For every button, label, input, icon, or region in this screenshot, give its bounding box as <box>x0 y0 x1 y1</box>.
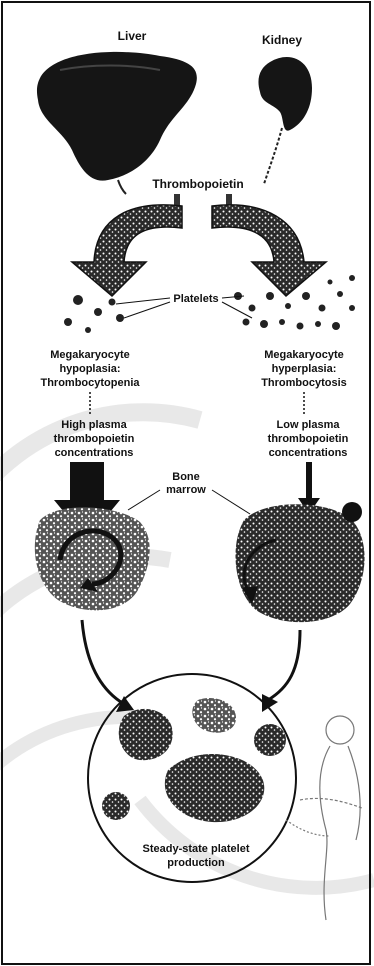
liver-label: Liver <box>118 29 147 43</box>
left-condition-text: Megakaryocyte hypoplasia: Thrombocytopen… <box>40 349 140 389</box>
svg-text:High plasma: High plasma <box>61 419 127 431</box>
left-bone-marrow-mass <box>35 507 150 610</box>
platelets-left-cluster <box>64 295 124 333</box>
right-curved-arrow <box>212 205 326 296</box>
svg-text:thrombopoietin: thrombopoietin <box>54 433 135 445</box>
platelets-label: Platelets <box>173 293 218 305</box>
svg-text:thrombopoietin: thrombopoietin <box>268 433 349 445</box>
svg-text:hyperplasia:: hyperplasia: <box>272 363 337 375</box>
figure-frame <box>2 2 370 964</box>
right-bone-marrow-mass <box>235 502 364 622</box>
right-condition-text: Megakaryocyte hyperplasia: Thrombocytosi… <box>261 349 347 389</box>
left-to-steady-arrow <box>82 620 124 704</box>
kidney-illustration <box>258 57 312 131</box>
kidney-label: Kidney <box>262 33 302 47</box>
steady-state-cells <box>102 698 286 822</box>
ureter <box>264 128 282 184</box>
right-to-steady-arrow <box>268 630 300 700</box>
svg-text:Steady-state platelet: Steady-state platelet <box>143 843 250 855</box>
svg-text:Bone: Bone <box>172 471 200 483</box>
thrombopoietin-label: Thrombopoietin <box>152 177 243 191</box>
left-curved-arrow <box>72 205 182 296</box>
svg-text:Low plasma: Low plasma <box>277 419 341 431</box>
liver-illustration <box>37 52 197 181</box>
left-concentration-text: High plasma thrombopoietin concentration… <box>54 419 135 459</box>
svg-text:concentrations: concentrations <box>269 447 348 459</box>
svg-text:Megakaryocyte: Megakaryocyte <box>264 349 344 361</box>
svg-text:production: production <box>167 857 225 869</box>
bone-marrow-label: Bone marrow <box>128 471 250 514</box>
right-concentration-text: Low plasma thrombopoietin concentrations <box>268 419 349 459</box>
svg-text:hypoplasia:: hypoplasia: <box>59 363 120 375</box>
svg-text:Thrombocytosis: Thrombocytosis <box>261 377 347 389</box>
svg-text:marrow: marrow <box>166 484 206 496</box>
svg-text:Thrombocytopenia: Thrombocytopenia <box>40 377 140 389</box>
svg-text:Megakaryocyte: Megakaryocyte <box>50 349 130 361</box>
svg-text:concentrations: concentrations <box>55 447 134 459</box>
